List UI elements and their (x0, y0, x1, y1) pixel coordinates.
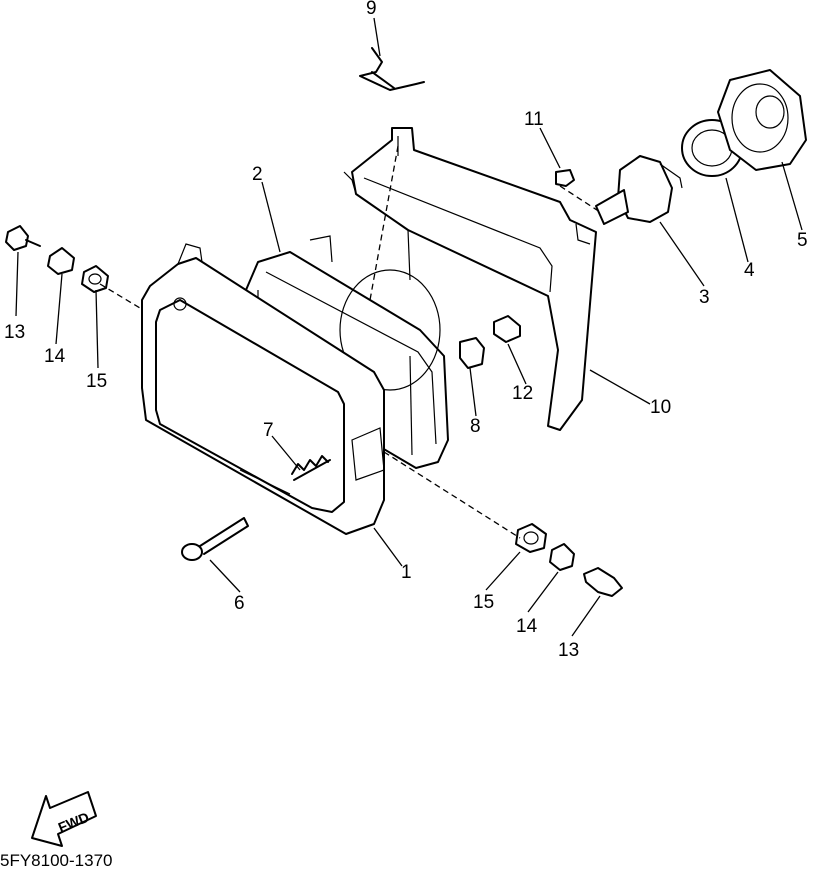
diagram-code: 5FY8100-1370 (0, 851, 112, 869)
callout-9: 9 (366, 0, 377, 19)
bulb-cover (717, 69, 807, 171)
grommet-15-right (515, 523, 547, 553)
collar-14-left (47, 247, 75, 275)
collar-14-right (549, 543, 575, 571)
callout-7: 7 (263, 420, 274, 441)
bolt-13-left (5, 225, 41, 251)
callout-6: 6 (234, 593, 245, 614)
spring-7 (291, 455, 331, 481)
clip-8 (459, 337, 485, 369)
callout-13-right: 13 (558, 640, 579, 661)
callout-1: 1 (401, 562, 412, 583)
leader-lines (15, 17, 803, 637)
callout-11: 11 (524, 109, 544, 130)
alignment-line (99, 145, 601, 539)
callout-8: 8 (470, 416, 481, 437)
callout-5: 5 (797, 230, 808, 251)
grommet-15-left (81, 265, 109, 293)
callout-13-left: 13 (4, 322, 25, 343)
callout-4: 4 (744, 260, 755, 281)
collar-12 (493, 315, 521, 343)
callout-12: 12 (512, 383, 533, 404)
callout-14-left: 14 (44, 346, 66, 367)
callout-14-right: 14 (516, 616, 538, 637)
callout-2: 2 (252, 164, 263, 185)
fwd-arrow-icon: FWD (31, 791, 97, 847)
bolt-13-right (583, 567, 623, 597)
callout-15-right: 15 (473, 592, 494, 613)
callout-15-left: 15 (86, 371, 107, 392)
headlight-rim (141, 243, 385, 535)
screw-6 (181, 517, 249, 561)
bulb (595, 155, 683, 225)
callout-3: 3 (699, 287, 710, 308)
screw-11 (555, 169, 575, 187)
clip-spring (359, 47, 425, 91)
callout-10: 10 (650, 397, 671, 418)
